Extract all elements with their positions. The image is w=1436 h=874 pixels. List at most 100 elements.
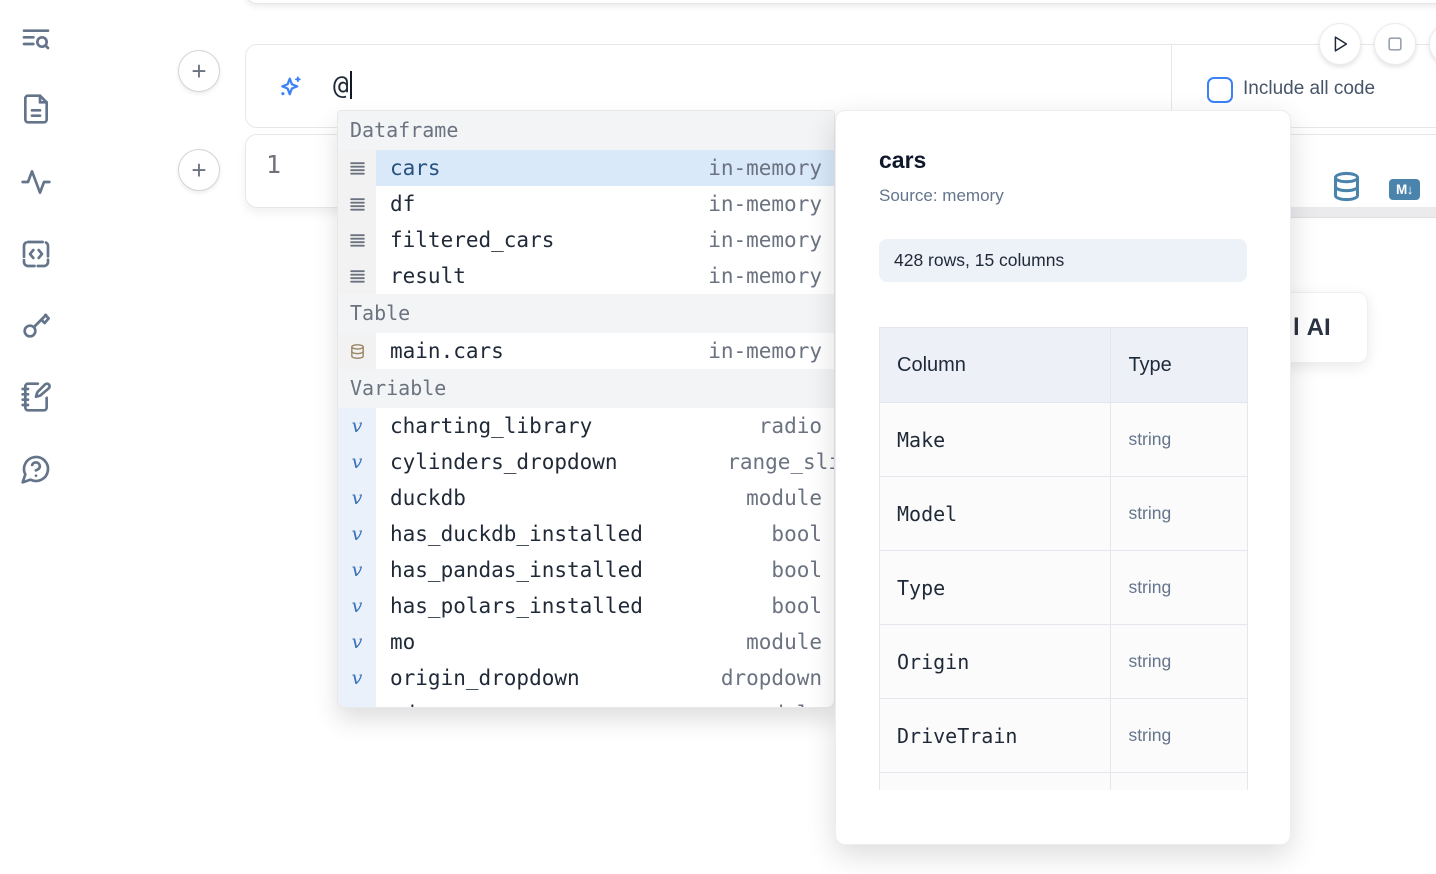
schema-column-name: Make — [879, 402, 1112, 477]
item-name: cylinders_dropdown — [390, 450, 618, 474]
item-type: module — [746, 630, 822, 654]
code-square-icon[interactable] — [20, 238, 52, 270]
help-chat-icon[interactable] — [20, 453, 52, 485]
ai-button-partial-glyph: l — [1293, 313, 1300, 341]
item-name: origin_dropdown — [390, 666, 580, 690]
item-name: filtered_cars — [390, 228, 555, 252]
variable-icon: v — [338, 444, 376, 480]
schema-column-name: Model — [879, 476, 1112, 551]
autocomplete-item[interactable]: v cylinders_dropdown range_sli — [338, 444, 834, 480]
schema-column-name: Origin — [879, 624, 1112, 699]
autocomplete-section-header: Table — [338, 294, 834, 333]
autocomplete-section-header: Variable — [338, 369, 834, 408]
schema-row — [879, 772, 1248, 790]
cell-actions: M↓ — [1330, 170, 1420, 208]
run-cell-button[interactable] — [1319, 23, 1361, 65]
variable-icon: v — [338, 624, 376, 660]
include-all-code-checkbox[interactable] — [1207, 77, 1233, 103]
item-name: df — [390, 192, 416, 216]
panel-source: Source: memory — [879, 186, 1004, 205]
item-name: has_pandas_installed — [390, 558, 643, 582]
add-cell-below-button[interactable]: + — [178, 149, 220, 191]
item-type: dropdown — [720, 666, 822, 690]
previous-cell-edge — [245, 0, 1436, 4]
item-type: bool — [771, 522, 822, 546]
line-number: 1 — [266, 150, 282, 179]
key-icon[interactable] — [20, 309, 52, 341]
text-cursor — [349, 71, 352, 99]
ai-prompt-input[interactable]: @ — [333, 71, 352, 101]
schema-column-name: Type — [879, 550, 1112, 625]
item-type: module — [746, 486, 822, 510]
autocomplete-item[interactable]: v charting_library radio — [338, 408, 834, 444]
list-search-icon[interactable] — [20, 24, 52, 56]
item-type: radio — [758, 414, 822, 438]
autocomplete-item[interactable]: df in-memory — [338, 186, 834, 222]
autocomplete-section-header: Dataframe — [338, 111, 834, 150]
variable-icon: v — [338, 516, 376, 552]
variable-icon: v — [338, 660, 376, 696]
item-type: in-memory — [708, 192, 822, 216]
include-all-code-label: Include all code — [1243, 78, 1376, 99]
database-icon[interactable] — [1330, 170, 1363, 208]
stop-button[interactable] — [1374, 23, 1416, 65]
schema-column-type: string — [1110, 698, 1248, 773]
autocomplete-item[interactable]: v origin_dropdown dropdown — [338, 660, 834, 696]
schema-column-type: string — [1110, 624, 1248, 699]
schema-column-header: Column — [879, 327, 1112, 403]
item-type: module — [746, 702, 822, 707]
item-name: mo — [390, 630, 416, 654]
item-type: in-memory — [708, 156, 822, 180]
activity-icon[interactable] — [20, 166, 52, 198]
add-cell-above-button[interactable]: + — [178, 50, 220, 92]
item-type: in-memory — [708, 264, 822, 288]
variable-icon: v — [338, 696, 376, 707]
file-text-icon[interactable] — [20, 93, 52, 125]
schema-column-name: DriveTrain — [879, 698, 1112, 773]
markdown-export-icon[interactable]: M↓ — [1389, 178, 1420, 200]
dataframe-icon — [338, 258, 376, 294]
stop-icon — [1388, 37, 1402, 51]
ai-button-label: AI — [1306, 313, 1331, 341]
item-type: bool — [771, 558, 822, 582]
schema-column-name — [879, 772, 1112, 790]
item-type: range_sli — [727, 450, 835, 474]
variable-icon: v — [338, 552, 376, 588]
play-icon — [1334, 36, 1348, 52]
prompt-divider — [1171, 45, 1172, 127]
autocomplete-item[interactable]: v pd module — [338, 696, 834, 707]
variable-icon: v — [338, 408, 376, 444]
item-name: pd — [390, 702, 415, 707]
item-name: main.cars — [390, 339, 504, 363]
output-table-edge — [1291, 207, 1436, 218]
dataframe-icon — [338, 222, 376, 258]
autocomplete-item[interactable]: result in-memory — [338, 258, 834, 294]
schema-column-type: string — [1110, 476, 1248, 551]
item-name: has_polars_installed — [390, 594, 643, 618]
table-icon — [338, 333, 376, 369]
item-name: charting_library — [390, 414, 593, 438]
notebook-pen-icon[interactable] — [20, 381, 52, 413]
item-name: duckdb — [390, 486, 466, 510]
autocomplete-item[interactable]: v has_pandas_installed bool — [338, 552, 834, 588]
ai-sparkle-icon — [276, 73, 306, 103]
panel-title: cars — [879, 147, 927, 173]
item-name: result — [390, 264, 466, 288]
variable-icon: v — [338, 588, 376, 624]
